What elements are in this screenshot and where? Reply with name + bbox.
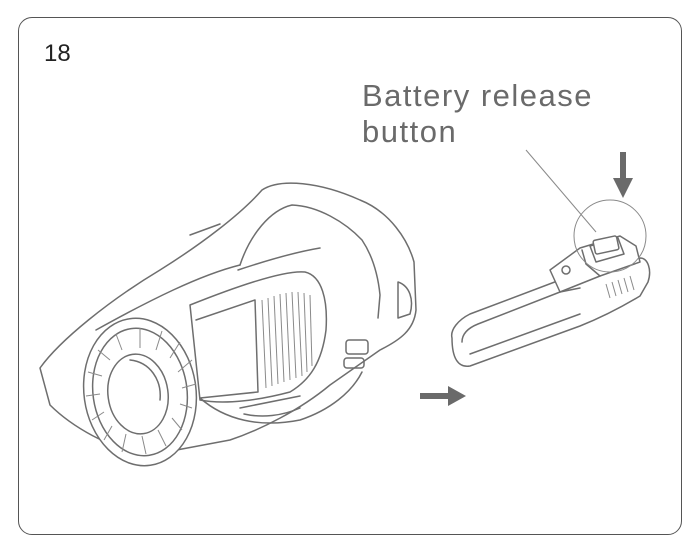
battery-release-button xyxy=(592,235,620,255)
cyclone-vent-ribs xyxy=(261,291,313,389)
battery-pack xyxy=(450,149,651,367)
callout-leader-line xyxy=(525,149,597,233)
vacuum-body xyxy=(39,182,417,467)
figure-frame xyxy=(18,17,682,535)
arrow-right-icon xyxy=(420,386,466,406)
arrow-down-icon xyxy=(613,152,633,198)
dust-bin-ribs xyxy=(85,328,197,455)
battery-release-callout: Battery release button xyxy=(362,78,593,150)
step-number: 18 xyxy=(44,40,71,67)
release-button-highlight xyxy=(573,199,647,273)
callout-line-1: Battery release xyxy=(362,78,593,113)
callout-line-2: button xyxy=(362,114,458,149)
